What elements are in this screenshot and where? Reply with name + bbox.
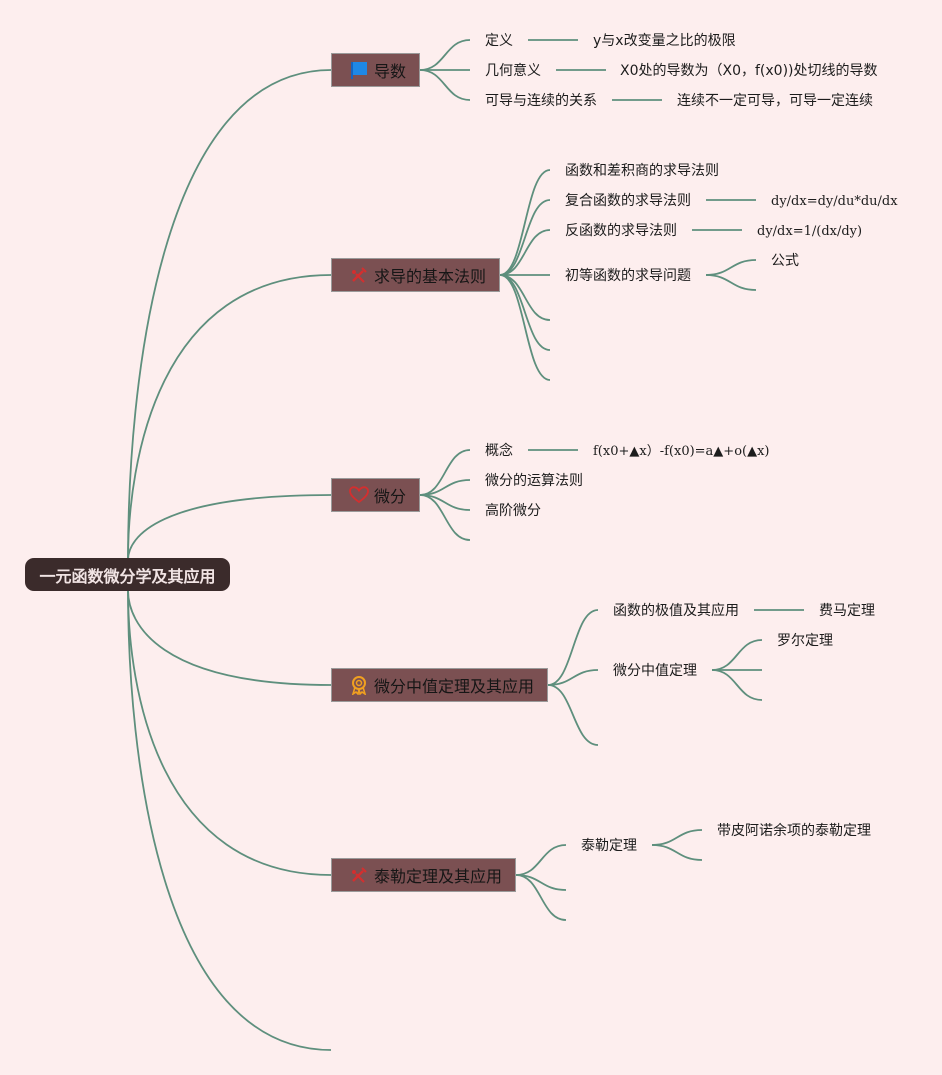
connector-curve [705, 259, 757, 276]
node-concept[interactable]: 概念 [485, 443, 513, 459]
trunk-derivative-rules [127, 274, 332, 561]
connector-curve [419, 39, 471, 71]
connector-curve [547, 669, 599, 686]
branch-derivative-rules[interactable]: 求导的基本法则 [331, 258, 500, 292]
node-definition-detail[interactable]: y与x改变量之比的极限 [593, 33, 736, 49]
node-fermat-theorem[interactable]: 费马定理 [819, 603, 875, 619]
award-icon [348, 674, 370, 696]
connector-curve [499, 229, 551, 276]
branch-differential[interactable]: 微分 [331, 478, 420, 512]
connector-curve [515, 874, 567, 921]
connector-curve [499, 199, 551, 276]
node-definition[interactable]: 定义 [485, 33, 513, 49]
connector-curve [515, 844, 567, 876]
connector-curve [419, 69, 471, 101]
connector-curve [711, 669, 763, 701]
branch-derivative-label: 导数 [374, 62, 407, 81]
node-extremum[interactable]: 函数的极值及其应用 [613, 603, 739, 619]
branch-taylor-label: 泰勒定理及其应用 [374, 867, 503, 886]
node-inverse-rule[interactable]: 反函数的求导法则 [565, 223, 677, 239]
connector-curve [547, 684, 599, 746]
node-geometric-meaning-detail[interactable]: X0处的导数为（X0，f(x0))处切线的导数 [620, 63, 878, 79]
trunk-empty [127, 589, 332, 1051]
trunk-mean-value [127, 589, 332, 686]
node-formula[interactable]: 公式 [771, 253, 799, 269]
branch-derivative-rules-label: 求导的基本法则 [374, 267, 487, 286]
connector-curve [499, 274, 551, 351]
connector-curve [705, 274, 757, 291]
node-mean-value[interactable]: 微分中值定理 [613, 663, 697, 679]
connector-curve [547, 609, 599, 686]
flag-icon [348, 59, 370, 81]
heart-icon [348, 484, 370, 506]
branch-mean-value-theorem-label: 微分中值定理及其应用 [374, 677, 535, 696]
branch-mean-value-theorem[interactable]: 微分中值定理及其应用 [331, 668, 548, 702]
node-taylor-theorem[interactable]: 泰勒定理 [581, 838, 637, 854]
tools-icon [348, 264, 370, 286]
connector-curve [711, 639, 763, 671]
node-rolle-theorem[interactable]: 罗尔定理 [777, 633, 833, 649]
node-differentiability-continuity[interactable]: 可导与连续的关系 [485, 93, 597, 109]
trunk-derivative [127, 69, 332, 561]
node-peano-remainder[interactable]: 带皮阿诺余项的泰勒定理 [717, 823, 871, 839]
connector-curve [651, 844, 703, 861]
node-arithmetic-rules[interactable]: 函数和差积商的求导法则 [565, 163, 719, 179]
node-geometric-meaning[interactable]: 几何意义 [485, 63, 541, 79]
branch-differential-label: 微分 [374, 487, 407, 506]
trunk-taylor [127, 589, 332, 876]
root-topic[interactable]: 一元函数微分学及其应用 [25, 558, 230, 591]
connector-curve [651, 829, 703, 846]
node-chain-rule-detail[interactable]: dy/dx=dy/du*du/dx [771, 194, 898, 209]
root-topic-label: 一元函数微分学及其应用 [39, 566, 216, 586]
trunk-differential [127, 494, 332, 561]
node-chain-rule[interactable]: 复合函数的求导法则 [565, 193, 691, 209]
tools-icon [348, 864, 370, 886]
node-differentiability-continuity-detail[interactable]: 连续不一定可导，可导一定连续 [677, 93, 873, 109]
node-elementary-functions[interactable]: 初等函数的求导问题 [565, 268, 691, 284]
connector-curve [499, 274, 551, 381]
connector-curve [499, 169, 551, 276]
branch-derivative[interactable]: 导数 [331, 53, 420, 87]
node-inverse-rule-detail[interactable]: dy/dx=1/(dx/dy) [757, 224, 863, 239]
node-differential-rules[interactable]: 微分的运算法则 [485, 473, 583, 489]
connector-curve [419, 494, 471, 541]
branch-taylor[interactable]: 泰勒定理及其应用 [331, 858, 516, 892]
node-concept-detail[interactable]: f(x0+▲x）-f(x0)=a▲+o(▲x) [593, 444, 770, 459]
node-higher-order-differential[interactable]: 高阶微分 [485, 503, 541, 519]
